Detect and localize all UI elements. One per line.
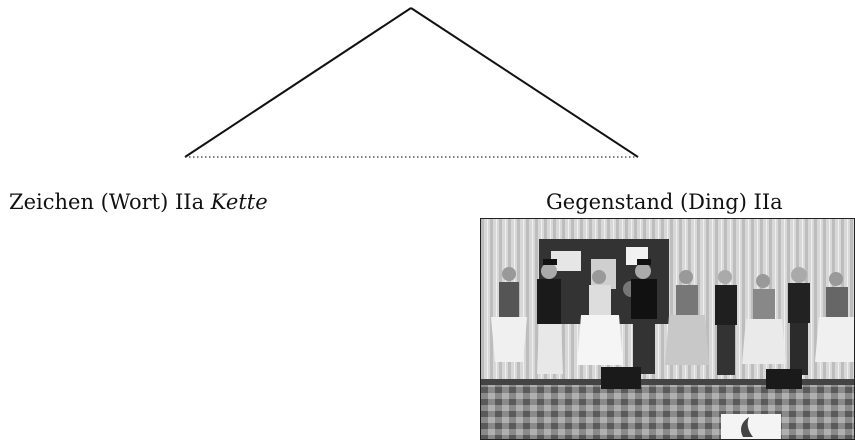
triangle-right-edge bbox=[410, 7, 639, 158]
dancer-7 bbox=[742, 274, 786, 364]
dancer-2 bbox=[537, 259, 563, 374]
sign-word-label: Zeichen (Wort) IIa Kette bbox=[9, 190, 268, 214]
object-thing-label: Gegenstand (Ding) IIa bbox=[546, 190, 783, 214]
semiotic-triangle bbox=[184, 7, 639, 158]
triangle-left-edge bbox=[184, 7, 412, 158]
dancer-4 bbox=[631, 259, 657, 374]
sign-label-text: Zeichen (Wort) IIa bbox=[9, 190, 205, 214]
dancer-9 bbox=[815, 272, 854, 362]
photo-illustration bbox=[481, 219, 854, 439]
sign-label-word: Kette bbox=[210, 190, 268, 214]
dancer-6 bbox=[715, 270, 737, 375]
dancer-8 bbox=[788, 267, 810, 375]
dancer-3 bbox=[577, 270, 623, 365]
object-label-text: Gegenstand (Ding) IIa bbox=[546, 190, 783, 214]
dancer-5 bbox=[665, 270, 709, 365]
folk-dance-photo bbox=[480, 218, 855, 440]
dancer-1 bbox=[491, 267, 527, 362]
